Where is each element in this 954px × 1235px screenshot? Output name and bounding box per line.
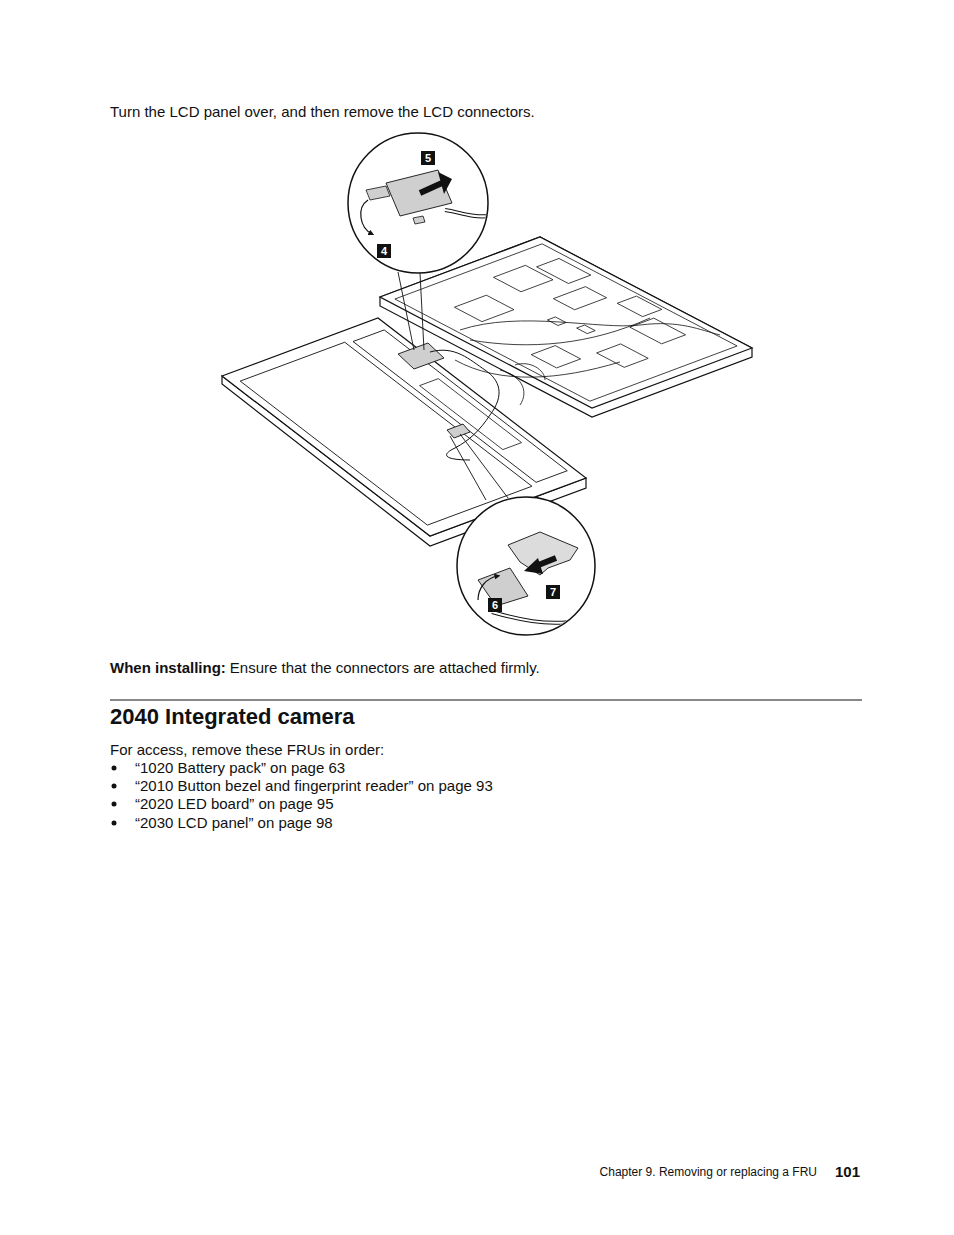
bullet: [112, 802, 117, 807]
body-text: Ensure that the connectors are attached …: [230, 659, 540, 677]
cable: [445, 210, 490, 216]
board-chip: [597, 344, 649, 367]
body-text: When installing:: [110, 659, 226, 677]
section-heading: 2040 Integrated camera: [110, 704, 355, 730]
peel-arrow: [361, 200, 372, 234]
board-chip: [630, 318, 686, 344]
board-chip: [531, 346, 580, 368]
leader-line: [460, 434, 508, 498]
detail-top: [361, 170, 490, 234]
peel-arrow: [478, 576, 498, 600]
antenna-cable: [455, 360, 620, 377]
callout-text: 4: [381, 246, 387, 257]
section-rule: [110, 700, 862, 701]
callout-number: 5: [421, 151, 435, 165]
cable: [445, 210, 490, 216]
body-text: “2020 LED board” on page 95: [135, 795, 333, 813]
body-text: “1020 Battery pack” on page 63: [135, 759, 345, 777]
body-text: For access, remove these FRUs in order:: [110, 741, 384, 759]
pad: [577, 325, 596, 334]
body-text: Turn the LCD panel over, and then remove…: [110, 103, 535, 121]
bullet: [112, 821, 117, 826]
callout-number: 4: [377, 244, 391, 258]
pull-arrow-head: [438, 172, 452, 194]
body-text: “2010 Button bezel and fingerprint reade…: [135, 777, 493, 795]
callout-text: 6: [492, 600, 498, 611]
antenna-cable: [470, 318, 650, 345]
detail-circle: [457, 497, 595, 635]
bullet: [112, 784, 117, 789]
board-strip: [420, 379, 522, 450]
bullet: [112, 766, 117, 771]
detail-bottom: [478, 532, 578, 623]
pull-arrow-head: [524, 558, 543, 574]
callout-number: 7: [546, 585, 560, 599]
detail-circle: [348, 133, 488, 273]
camera-cable: [500, 370, 524, 405]
body-text: “2030 LCD panel” on page 98: [135, 814, 333, 832]
lcd-cable: [430, 350, 499, 460]
page-number: 101: [835, 1163, 860, 1181]
leader-line: [398, 272, 414, 350]
cable: [492, 612, 570, 623]
connector-tape: [478, 568, 528, 606]
tape-tab: [366, 186, 390, 200]
board-chip: [553, 287, 606, 310]
callout-text: 7: [550, 587, 556, 598]
panel-board: [353, 330, 567, 482]
pull-arrow: [420, 183, 442, 193]
antenna-cable: [460, 321, 720, 335]
panel-back: [240, 342, 532, 525]
callout-number: 6: [488, 598, 502, 612]
connector-board: [508, 532, 578, 575]
cable: [492, 612, 570, 623]
bullets: [112, 766, 117, 826]
callout-text: 5: [425, 153, 431, 164]
board-chip: [454, 295, 514, 321]
leader-line: [450, 436, 486, 500]
tape-tab: [413, 216, 425, 224]
connector-tape: [386, 170, 452, 216]
board-chip: [537, 258, 591, 283]
board-chip: [617, 296, 662, 317]
lcd-connector: [398, 343, 444, 369]
footer-text: Chapter 9. Removing or replacing a FRU: [600, 1165, 817, 1179]
leader-line: [420, 273, 424, 350]
camera-cable: [515, 364, 545, 380]
laptop-display-drawing: [222, 133, 752, 635]
